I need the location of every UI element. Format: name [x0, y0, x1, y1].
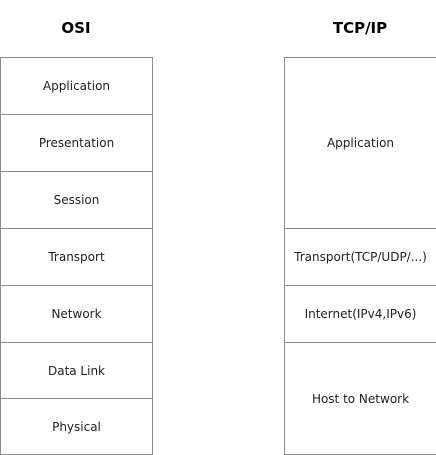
osi-layer-physical: Physical: [52, 419, 101, 434]
tcpip-layer-internet: Internet(IPv4,IPv6): [285, 286, 436, 343]
tcpip-layer-application: Application: [285, 58, 436, 229]
osi-layer-presentation: Presentation: [1, 115, 152, 172]
osi-layer-network: Network: [1, 286, 152, 343]
tcpip-title: TCP/IP: [332, 19, 388, 37]
osi-layer-session: Session: [1, 172, 152, 229]
osi-title: OSI: [61, 19, 91, 37]
osi-layer-data-link: Data Link: [1, 343, 152, 399]
tcpip-layer-stack: Application Transport(TCP/UDP/...) Inter…: [284, 57, 436, 455]
tcpip-layer-transport: Transport(TCP/UDP/...): [285, 229, 436, 286]
osi-layer-application: Application: [1, 58, 152, 115]
osi-layer-transport: Transport: [1, 229, 152, 286]
osi-layer-stack: Application Presentation Session Transpo…: [0, 57, 153, 455]
tcpip-layer-host-to-network: Host to Network: [311, 391, 410, 406]
